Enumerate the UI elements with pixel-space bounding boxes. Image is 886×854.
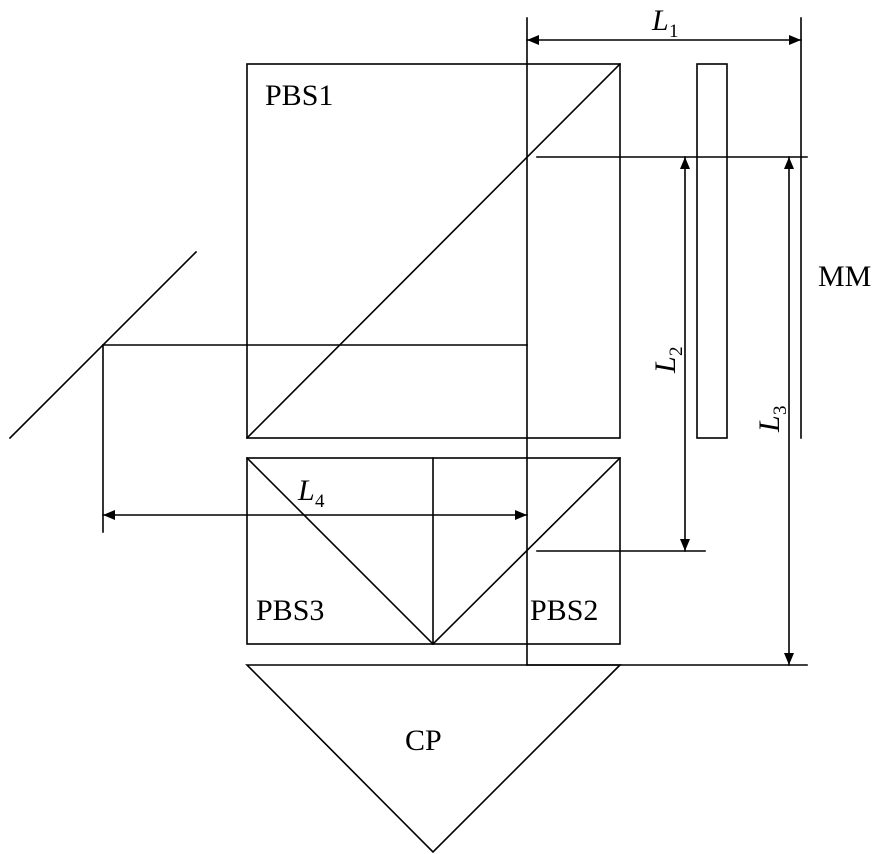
l2-label: L 2: [649, 347, 687, 375]
svg-text:L: L: [297, 474, 315, 507]
l1-label: L 1: [651, 4, 679, 42]
svg-text:L: L: [649, 356, 682, 374]
mm-mirror: [696, 63, 728, 439]
pbs2-label: PBS2: [530, 594, 598, 627]
svg-text:L: L: [753, 415, 786, 433]
svg-text:L: L: [651, 4, 669, 37]
svg-text:1: 1: [669, 21, 679, 42]
svg-text:3: 3: [770, 406, 791, 416]
pbs3-label: PBS3: [256, 594, 324, 627]
svg-text:2: 2: [666, 347, 687, 357]
l3-label: L 3: [753, 406, 791, 434]
cp-prism: [245, 664, 622, 854]
svg-text:4: 4: [315, 491, 325, 512]
pbs1-cube: [245, 62, 622, 440]
beam-lines: [102, 17, 808, 666]
mm-label: MM: [818, 260, 871, 293]
cp-label: CP: [405, 724, 442, 757]
pbs1-label: PBS1: [265, 79, 333, 112]
l4-label: L 4: [297, 474, 325, 512]
